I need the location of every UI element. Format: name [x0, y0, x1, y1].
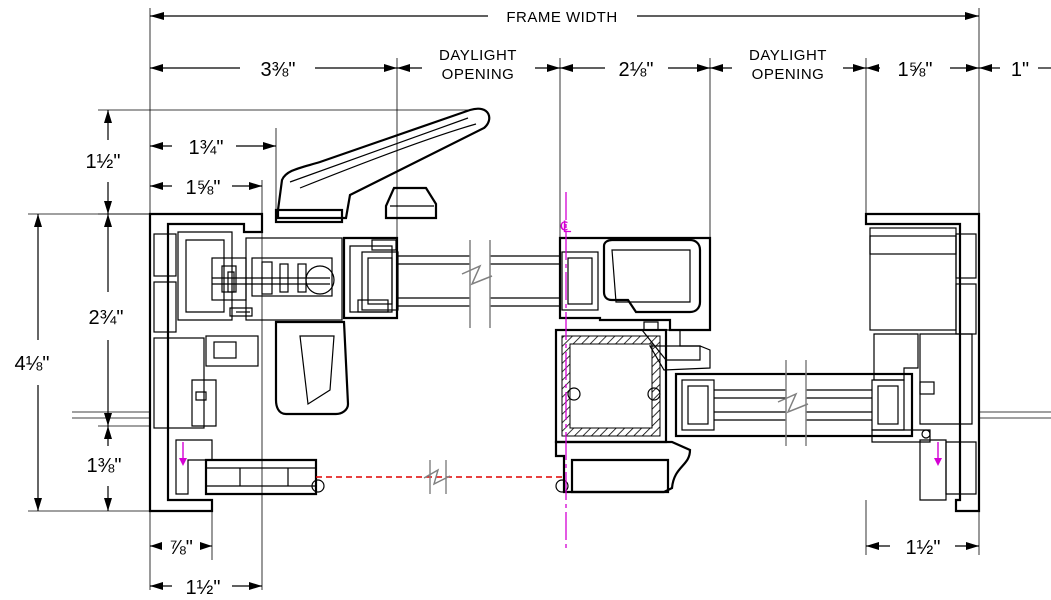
center-meeting-rail [554, 236, 712, 494]
handle-dimensions: 1¾" 1⅝" [150, 128, 277, 215]
glass-break-bottom [777, 360, 809, 446]
dim-1-3-8: 1⅜" [87, 455, 122, 477]
extension-lines [28, 8, 980, 590]
dim-4-1-8: 4⅛" [15, 353, 50, 375]
daylight-opening-1-line1: DAYLIGHT [439, 47, 517, 64]
frame-width-label: FRAME WIDTH [506, 9, 617, 26]
dim-1-3-4: 1¾" [189, 137, 224, 159]
right-jamb-frame [864, 212, 981, 513]
lock-handle [211, 107, 491, 416]
daylight-opening-2-line2: OPENING [752, 66, 825, 83]
dim-7-8: ⅞" [169, 537, 193, 559]
left-sash-stile [342, 236, 399, 320]
bottom-glass-unit [674, 360, 914, 446]
top-chain-dimensions: 3⅜" DAYLIGHT OPENING 2⅛" DAYLIGHT OPENIN… [150, 47, 1051, 83]
dim-1-5-8-handle: 1⅝" [186, 177, 221, 199]
dim-2-1-8: 2⅛" [619, 59, 654, 81]
centerline-symbol: ℄ [560, 219, 572, 236]
top-glass-unit [361, 240, 599, 328]
dim-3-3-8: 3⅜" [261, 59, 296, 81]
dim-1-1-2-bottom-right: 1½" [906, 537, 941, 559]
dim-1-1-2-bottom-left: 1½" [186, 577, 221, 599]
dim-1-1-2-left: 1½" [86, 151, 121, 173]
centerline-markers: ℄ [179, 192, 942, 552]
screen-frame [204, 458, 670, 496]
screen-break [423, 460, 451, 494]
daylight-opening-1-line2: OPENING [442, 66, 515, 83]
glass-break-top [461, 240, 493, 328]
left-dimensions: 1½" 2¾" 1⅜" 4⅛" [15, 110, 124, 511]
dim-1-5-8-top: 1⅝" [898, 59, 933, 81]
bottom-dimensions: ⅞" 1½" 1½" [150, 537, 979, 599]
left-jamb-frame [148, 212, 264, 513]
lock-cam [211, 257, 335, 301]
dim-1: 1" [1011, 59, 1029, 81]
frame-width-dimension: FRAME WIDTH [150, 9, 979, 26]
wall-lines [72, 411, 1051, 419]
dim-2-3-4: 2¾" [89, 307, 124, 329]
daylight-opening-2-line1: DAYLIGHT [749, 47, 827, 64]
